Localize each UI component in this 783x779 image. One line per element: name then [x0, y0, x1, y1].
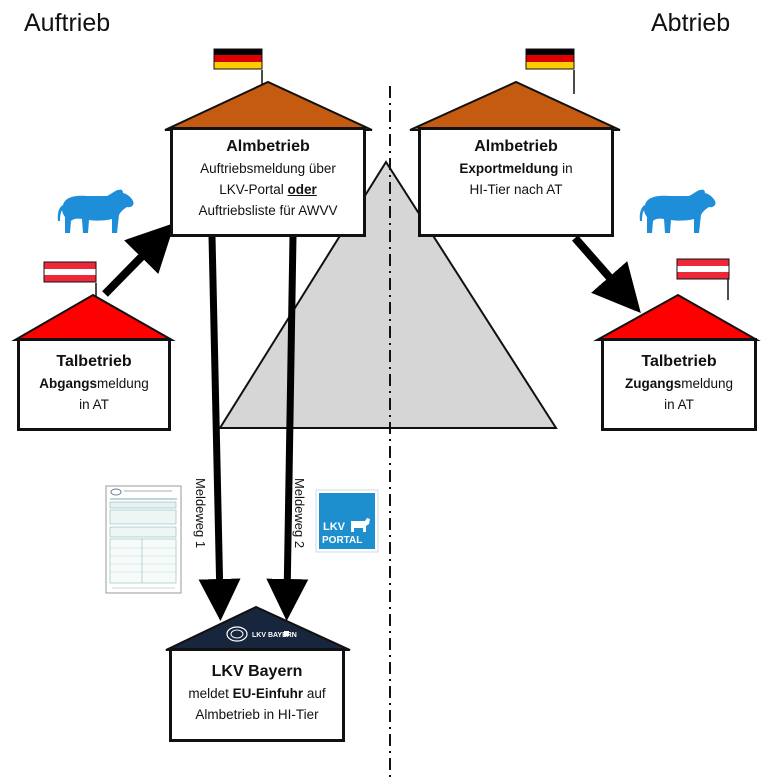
- roof-lkv: [165, 605, 351, 651]
- box-text: in: [558, 161, 573, 176]
- roof-tal-left: [11, 293, 176, 341]
- lkv-portal-text-1: LKV: [323, 521, 346, 533]
- box-title: LKV Bayern: [211, 663, 303, 680]
- flag-at-right: [676, 258, 730, 300]
- box-text-bold: oder: [287, 182, 317, 197]
- cow-icon-left: [57, 189, 134, 233]
- lkv-portal-text-2: PORTAL: [322, 535, 362, 546]
- roof-alm-right: [409, 80, 621, 131]
- lkv-bayern-roof-logo: LKV BAYERN: [226, 626, 297, 642]
- cow-icon-right: [639, 189, 716, 233]
- form-document-icon: [105, 485, 182, 594]
- arrow-meldeweg-1: [198, 235, 241, 621]
- box-title: Almbetrieb: [474, 138, 558, 155]
- box-line: Auftriebsmeldung über: [200, 161, 336, 176]
- box-title: Talbetrieb: [56, 353, 132, 370]
- box-line: meldet EU-Einfuhr auf: [172, 683, 342, 704]
- box-line: LKV-Portal oder: [173, 179, 363, 200]
- flag-de-right: [525, 48, 575, 94]
- header-abtrieb: Abtrieb: [651, 9, 731, 37]
- box-line: Almbetrieb in HI-Tier: [195, 707, 319, 722]
- box-text-bold: Abgangs: [39, 376, 97, 391]
- box-text: meldet: [188, 686, 233, 701]
- box-text-bold: Exportmeldung: [459, 161, 559, 176]
- box-text: meldung: [96, 376, 149, 391]
- lkv-portal-logo: LKV PORTAL: [315, 489, 379, 553]
- header-auftrieb: Auftrieb: [24, 9, 111, 37]
- box-text: meldung: [681, 376, 734, 391]
- box-text-bold: Zugangs: [624, 376, 682, 391]
- arrow-tal-to-alm: [102, 222, 175, 297]
- mountain: [218, 160, 558, 429]
- box-line: in AT: [79, 397, 109, 412]
- box-talbetrieb-right: Talbetrieb Zugangsmeldung in AT: [601, 338, 757, 431]
- box-line: in AT: [664, 397, 694, 412]
- portal-cow-icon: [351, 518, 370, 532]
- box-line: Exportmeldung in: [421, 158, 611, 179]
- box-line: Auftriebsliste für AWVV: [198, 203, 338, 218]
- arrow-alm-to-tal: [571, 235, 641, 314]
- box-line: Zugangsmeldung: [604, 373, 754, 394]
- box-line: Abgangsmeldung: [20, 373, 168, 394]
- box-line: HI-Tier nach AT: [469, 182, 563, 197]
- label-meldeweg-2: Meldeweg 2: [292, 478, 307, 549]
- label-meldeweg-1: Meldeweg 1: [193, 478, 208, 549]
- flag-de-left: [213, 48, 263, 84]
- box-almbetrieb-right: Almbetrieb Exportmeldung in HI-Tier nach…: [418, 127, 614, 237]
- box-text: LKV-Portal: [219, 182, 288, 197]
- roof-alm-left: [164, 80, 373, 131]
- roof-tal-right: [593, 293, 761, 341]
- box-almbetrieb-left: Almbetrieb Auftriebsmeldung über LKV-Por…: [170, 127, 366, 237]
- box-text-bold: EU-Einfuhr: [232, 686, 304, 701]
- arrow-meldeweg-2: [266, 235, 309, 621]
- lkv-bayern-roof-text: LKV BAYERN: [252, 632, 297, 639]
- box-title: Talbetrieb: [641, 353, 717, 370]
- flag-at-left: [43, 261, 97, 296]
- box-lkv-bayern: LKV Bayern meldet EU-Einfuhr auf Almbetr…: [169, 648, 345, 742]
- box-title: Almbetrieb: [226, 138, 310, 155]
- box-text: auf: [303, 686, 326, 701]
- box-talbetrieb-left: Talbetrieb Abgangsmeldung in AT: [17, 338, 171, 431]
